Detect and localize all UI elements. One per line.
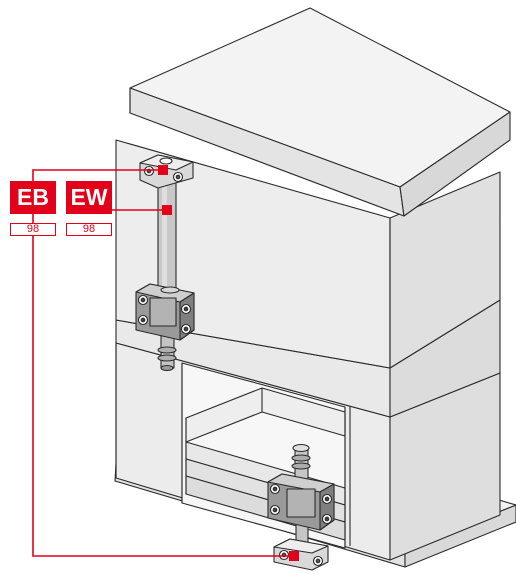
callout-lines [32, 169, 292, 557]
ew-code-label: EW [66, 181, 112, 214]
top-clamp-plate [129, 7, 511, 217]
eb-number-label: 98 [10, 223, 56, 236]
ew-number-label: 98 [66, 223, 112, 236]
eb-top-marker [158, 165, 168, 175]
eb-bottom-marker [289, 551, 299, 561]
lower-big-clamp [267, 473, 335, 531]
bottom-small-clamp [273, 538, 329, 571]
middle-big-clamp [135, 283, 195, 341]
eb-code-label: EB [10, 181, 56, 214]
ew-marker [162, 205, 172, 215]
